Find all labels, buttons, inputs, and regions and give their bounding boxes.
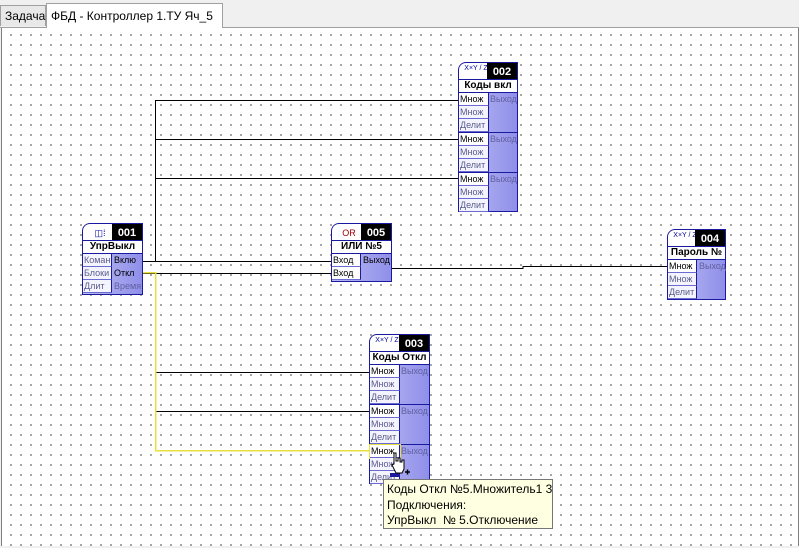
block-number: 002	[487, 63, 517, 81]
input-port[interactable]: Делит	[370, 431, 400, 444]
fbd-canvas[interactable]	[1, 28, 799, 546]
input-port[interactable]: Длит	[83, 280, 112, 293]
port-tooltip: Коды Откл №5.Множитель1 3 Подключения: У…	[383, 479, 553, 529]
input-port-highlighted[interactable]: Множ	[369, 444, 401, 459]
block-005-ili[interactable]: OR 005 ИЛИ №5 Вход Вход Выход	[331, 223, 392, 282]
switch-icon: ◫⁞	[94, 228, 106, 238]
block-title: УпрВыкл	[82, 240, 143, 253]
block-header: X×Y / Z 003	[369, 334, 430, 353]
block-body: Множ Множ Делит Выход	[667, 259, 726, 300]
input-port[interactable]: Множ	[459, 186, 489, 199]
input-port[interactable]: Вход	[332, 267, 361, 280]
block-header: ◫⁞ 001	[82, 223, 143, 242]
multiply-divide-icon: X×Y / Z	[375, 337, 399, 344]
block-body: Вход Вход Выход	[331, 253, 392, 282]
output-port[interactable]: Выход	[490, 134, 517, 144]
output-port[interactable]: Выход	[490, 94, 517, 104]
input-port[interactable]: Множ	[370, 418, 400, 431]
block-title: Коды вкл	[458, 79, 518, 92]
block-number: 004	[695, 230, 725, 248]
block-number: 003	[399, 335, 429, 353]
input-port[interactable]: Множ	[459, 93, 489, 106]
output-port[interactable]: Откл	[114, 268, 135, 278]
block-004-parol[interactable]: X×Y / Z 004 Пароль № Множ Множ Делит Вых…	[667, 229, 726, 300]
block-header: OR 005	[331, 223, 392, 242]
output-port[interactable]: Выход	[699, 261, 726, 271]
input-port[interactable]: Делит	[370, 391, 400, 404]
output-port[interactable]: Вклю	[114, 255, 137, 265]
block-header: X×Y / Z 004	[667, 229, 726, 248]
output-port[interactable]: Время	[114, 281, 142, 291]
tab-zadacha[interactable]: Задача	[0, 5, 46, 26]
input-port[interactable]: Множ	[459, 106, 489, 119]
input-port[interactable]: Блоки	[83, 267, 112, 280]
input-port[interactable]: Делит	[459, 159, 489, 172]
output-port[interactable]: Выход	[401, 406, 428, 416]
separator	[459, 172, 517, 173]
tooltip-line-2: Подключения:	[387, 497, 467, 512]
block-number: 005	[361, 224, 391, 242]
tab-fbd-controller[interactable]: ФБД - Контроллер 1.ТУ Яч_5	[46, 3, 223, 28]
block-title: Коды Откл	[369, 351, 430, 364]
output-port[interactable]: Выход	[490, 174, 517, 184]
block-body: Множ Множ Делит Множ Множ Делит Множ Мно…	[458, 92, 518, 212]
output-port[interactable]: Выход	[401, 446, 428, 456]
input-port[interactable]: Вход	[332, 254, 361, 267]
input-port[interactable]: Множ	[459, 173, 489, 186]
output-port[interactable]: Выход	[401, 366, 428, 376]
input-port[interactable]: Делит	[459, 119, 489, 132]
block-001-upr-vykl[interactable]: ◫⁞ 001 УпрВыкл Коман Блоки Длит Вклю Отк…	[82, 223, 143, 295]
or-gate-icon: OR	[342, 228, 356, 238]
input-port[interactable]: Множ	[370, 365, 400, 378]
input-port[interactable]: Делит	[459, 199, 489, 212]
input-port[interactable]: Множ	[459, 146, 489, 159]
multiply-divide-icon: X×Y / Z	[673, 232, 697, 239]
tab-bar: Задача ФБД - Контроллер 1.ТУ Яч_5	[0, 0, 799, 28]
tooltip-line-3: УпрВыкл № 5.Отключение	[387, 513, 539, 527]
separator	[370, 404, 429, 405]
block-title: Пароль №	[667, 246, 726, 259]
multiply-divide-icon: X×Y / Z	[464, 65, 488, 72]
hand-cursor-icon	[390, 452, 410, 477]
output-port[interactable]: Выход	[363, 255, 390, 265]
block-header: X×Y / Z 002	[458, 62, 518, 81]
block-body: Коман Блоки Длит Вклю Откл Время	[82, 253, 143, 295]
separator	[459, 132, 517, 133]
input-port[interactable]: Множ	[370, 378, 400, 391]
input-port[interactable]: Коман	[83, 254, 112, 267]
block-title: ИЛИ №5	[331, 240, 392, 253]
input-port[interactable]: Множ	[668, 260, 697, 273]
input-port[interactable]: Множ	[370, 405, 400, 418]
input-port[interactable]: Множ	[668, 273, 697, 286]
input-port[interactable]: Делит	[668, 286, 697, 299]
separator	[370, 444, 429, 445]
tooltip-line-1: Коды Откл №5.Множитель1 3	[387, 482, 553, 496]
block-number: 001	[112, 224, 142, 242]
block-002-kody-vkl[interactable]: X×Y / Z 002 Коды вкл Множ Множ Делит Мно…	[458, 62, 518, 213]
input-port[interactable]: Множ	[459, 133, 489, 146]
